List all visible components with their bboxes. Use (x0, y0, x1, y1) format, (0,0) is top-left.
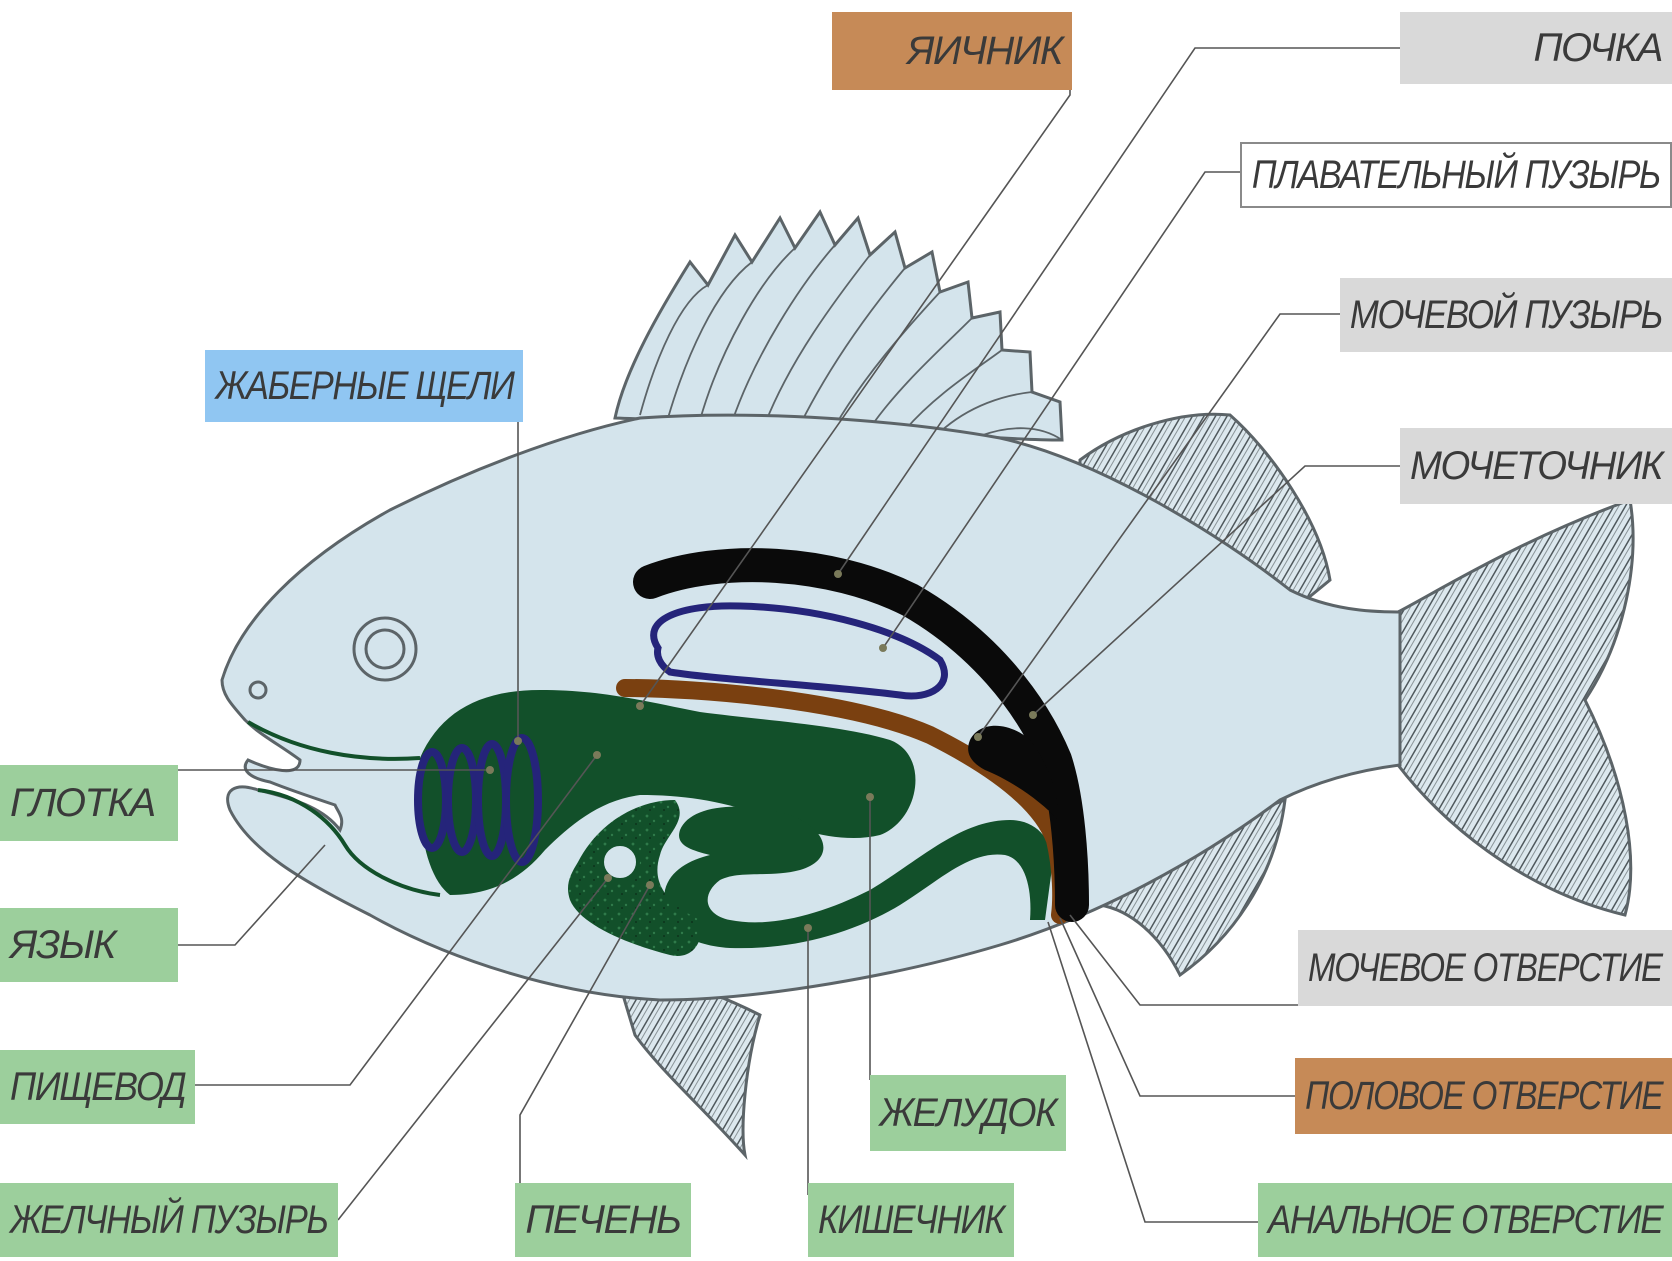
label-stomach: ЖЕЛУДОК (870, 1075, 1066, 1151)
label-liver: ПЕЧЕНЬ (515, 1183, 691, 1257)
label-ureter: МОЧЕТОЧНИК (1400, 428, 1672, 504)
label-tongue: ЯЗЫК (0, 908, 178, 982)
label-pharynx: ГЛОТКА (0, 765, 178, 841)
spiny-dorsal-fin (615, 212, 1062, 440)
tail-fin (1398, 500, 1633, 915)
label-esophagus: ПИЩЕВОД (0, 1050, 195, 1124)
label-anal-opening: АНАЛЬНОЕ ОТВЕРСТИЕ (1258, 1183, 1672, 1257)
label-swim-bladder: ПЛАВАТЕЛЬНЫЙ ПУЗЫРЬ (1240, 142, 1672, 208)
label-ovary: ЯИЧНИК (832, 12, 1072, 90)
label-kidney: ПОЧКА (1400, 12, 1672, 84)
label-urinary-bladder: МОЧЕВОЙ ПУЗЫРЬ (1340, 278, 1672, 352)
label-genital-opening: ПОЛОВОЕ ОТВЕРСТИЕ (1295, 1058, 1672, 1134)
label-intestine: КИШЕЧНИК (808, 1183, 1014, 1257)
label-urinary-opening: МОЧЕВОЕ ОТВЕРСТИЕ (1298, 930, 1672, 1006)
label-gill-slits: ЖАБЕРНЫЕ ЩЕЛИ (205, 350, 523, 422)
label-gall-bladder: ЖЕЛЧНЫЙ ПУЗЫРЬ (0, 1183, 338, 1257)
pelvic-fin (620, 978, 760, 1155)
